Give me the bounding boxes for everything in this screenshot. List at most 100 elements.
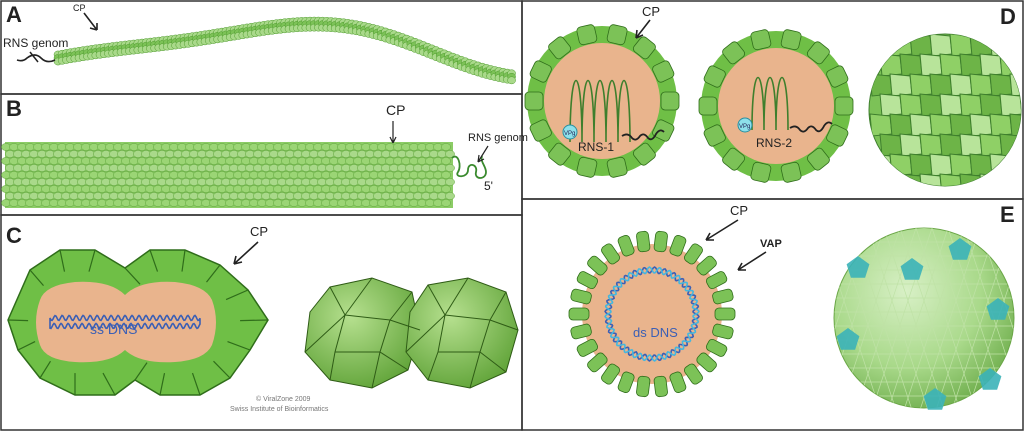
sphere-tile — [999, 133, 1021, 157]
capsomer-tile — [529, 60, 552, 83]
mesh-line — [834, 228, 885, 408]
ds-dna-strand-2 — [604, 266, 700, 362]
capsomer-tile — [632, 142, 656, 166]
capsomer-tile — [576, 156, 598, 178]
sphere-tile — [1009, 153, 1021, 177]
capsomer-tile — [780, 29, 802, 51]
particle-d1-tiles — [524, 24, 680, 178]
pentamer — [923, 388, 947, 410]
sphere-tile — [919, 53, 943, 77]
panel-a: A RNS genom CP — [3, 2, 516, 85]
capsomer-tile — [703, 124, 726, 147]
sphere-tile — [909, 73, 933, 97]
pentamer — [978, 368, 1002, 390]
capsomer-tile — [548, 142, 572, 166]
sphere-tile — [949, 153, 973, 177]
sphere-tile — [899, 53, 923, 77]
ss-dna-strand — [49, 314, 201, 330]
sphere-tile — [949, 113, 973, 137]
panel-e: E ds DNS CP VAP — [568, 202, 1015, 410]
rna-1-tail — [621, 129, 665, 141]
mesh-line — [760, 228, 820, 410]
sphere-tile — [939, 133, 963, 157]
sphere-tile — [959, 53, 983, 77]
isometric-sphere-d — [868, 33, 1022, 187]
vap-spike — [587, 352, 608, 373]
sphere-tile — [899, 133, 923, 157]
panel-e-vap-label: VAP — [760, 238, 782, 250]
capsomer-tile — [750, 161, 772, 183]
particle-d1: VPg RNS-1 — [524, 24, 680, 178]
panel-d: D VPg RNS-1 VPg RNS-2 CP — [524, 4, 1022, 187]
sphere-tile — [979, 133, 1003, 157]
sphere-tile — [929, 73, 953, 97]
capsomer-edge — [227, 341, 251, 351]
vap-spike — [617, 371, 635, 393]
vpg-2-dot — [737, 117, 753, 133]
rna-2-label: RNS-2 — [756, 136, 792, 150]
capsomer-edge — [7, 319, 29, 322]
capsomer-edge — [240, 319, 269, 322]
sphere-tile — [909, 34, 933, 57]
sphere-tile — [979, 173, 1003, 186]
capsomer-edge — [225, 289, 249, 301]
vap-spike — [570, 288, 592, 305]
panel-b-cp-label: CP — [386, 102, 405, 118]
panel-e-genome-label: ds DNS — [633, 325, 678, 340]
capsomer-tile — [606, 24, 628, 46]
sphere-tile — [989, 153, 1013, 177]
rod-scale — [441, 171, 451, 179]
vap-spike — [601, 243, 620, 265]
panel-b-genome-label: RNS genom — [468, 132, 528, 144]
vap-spike — [601, 363, 620, 385]
mesh-line — [851, 228, 913, 408]
capsomer-tile — [780, 161, 802, 183]
rod-scale — [441, 199, 451, 207]
sphere-tile — [989, 34, 1013, 57]
vap-spike — [570, 323, 592, 340]
capsomer-tile — [698, 96, 718, 116]
sphere-tile — [879, 173, 903, 186]
mesh-line — [855, 228, 917, 408]
sphere-tile — [969, 113, 993, 137]
vap-spike-ring — [568, 230, 736, 398]
capsomer-edge — [39, 360, 52, 379]
rod-scale — [445, 178, 455, 186]
arrow-e-vap — [737, 251, 767, 271]
capsomer-edge — [191, 372, 201, 396]
geodesic-sphere-e — [760, 227, 1015, 410]
rna-1-label: RNS-1 — [578, 140, 614, 154]
vap-spike — [696, 255, 717, 276]
sphere-tile — [919, 93, 943, 117]
mesh-line — [899, 228, 961, 408]
sphere-tile — [889, 113, 913, 137]
sphere-tile — [969, 73, 993, 97]
envelope-e-inner — [592, 254, 712, 374]
sphere-tile — [939, 173, 963, 186]
arrow-b-cp — [389, 121, 397, 144]
capsomer-tile — [529, 119, 552, 142]
sphere-tile — [879, 133, 903, 157]
panel-a-cp-label: CP — [73, 3, 86, 13]
mesh-line — [915, 228, 977, 408]
capsomer-tile — [548, 36, 572, 60]
sphere-tile — [1009, 113, 1021, 137]
rna-coil-b — [451, 155, 487, 179]
capsomer-tile — [806, 41, 830, 65]
sphere-tile — [1009, 34, 1021, 57]
mesh-line — [887, 228, 949, 408]
mesh-line — [867, 228, 929, 408]
capsomer-tile — [524, 91, 544, 111]
sphere-tile — [959, 133, 983, 157]
arrow-e-cp — [705, 219, 739, 241]
sphere-tile — [869, 73, 893, 97]
arrow-a-cp — [83, 12, 98, 31]
vap-spike — [587, 255, 608, 276]
sphere-tile — [989, 73, 1013, 97]
vpg-1-dot — [562, 124, 578, 140]
panel-e-cp-label: CP — [730, 203, 748, 218]
mesh-line — [979, 228, 1014, 408]
sphere-tile — [959, 93, 983, 117]
